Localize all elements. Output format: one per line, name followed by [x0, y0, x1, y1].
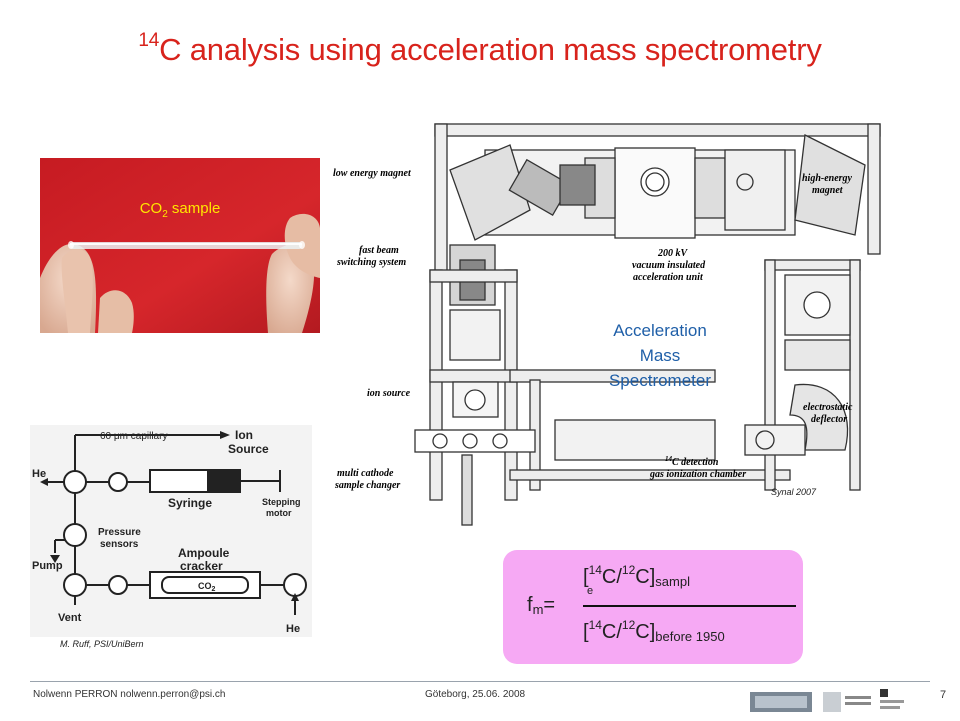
ams-label-line1: Acceleration: [613, 321, 707, 340]
co2-sample-label: CO2 sample: [139, 200, 221, 220]
page-number: 7: [940, 689, 947, 701]
ams-drawing: low energy magnet high-energy magnet fas…: [325, 110, 885, 535]
label-acc-unit-2: vacuum insulated: [632, 260, 706, 271]
schem-ion-source-2: Source: [228, 442, 269, 456]
label-low-energy-magnet: low energy magnet: [333, 168, 412, 179]
institution-logos: [745, 686, 925, 716]
logos-image: [750, 689, 904, 712]
schem-capillary: 60 μm capillary: [100, 431, 167, 442]
schem-pressure-2: sensors: [100, 539, 139, 550]
schem-he-left: He: [32, 468, 46, 480]
schem-ion-source-1: Ion: [235, 428, 253, 442]
label-ion-source: ion source: [367, 388, 411, 399]
label-fast-beam-1: fast beam: [359, 245, 399, 256]
slide-title: 14C analysis using acceleration mass spe…: [138, 30, 822, 67]
label-acc-unit-1: 200 kV: [657, 248, 689, 259]
formula-lhs: fm=: [527, 594, 556, 617]
schem-vent: Vent: [58, 612, 82, 624]
label-electrostatic-2: deflector: [811, 414, 847, 425]
footer-author: Nolwenn PERRON nolwenn.perron@psi.ch: [33, 689, 226, 700]
label-acc-unit-3: acceleration unit: [633, 272, 704, 283]
lab-logo-icon: [823, 692, 841, 712]
schematic-image: 60 μm capillary Ion Source He Syringe St…: [30, 425, 312, 637]
schem-stepping-2: motor: [266, 508, 292, 518]
label-fast-beam-2: switching system: [336, 257, 406, 268]
fraction-line: [583, 605, 796, 607]
label-detection-2: gas ionization chamber: [649, 469, 746, 480]
footer-event: Göteborg, 25.06. 2008: [425, 689, 526, 700]
ams-schematic-image: low energy magnet high-energy magnet fas…: [333, 123, 881, 526]
schem-stepping-1: Stepping: [262, 497, 301, 507]
schem-pump: Pump: [32, 560, 63, 572]
credit-ruff: M. Ruff, PSI/UniBern: [60, 639, 144, 649]
schem-syringe: Syringe: [168, 496, 212, 510]
formula-numerator-wrap: e: [587, 585, 594, 597]
formula-box: [503, 550, 803, 664]
label-high-energy-magnet-2: magnet: [812, 185, 844, 196]
gas-interface-schematic: 60 μm capillary Ion Source He Syringe St…: [30, 425, 312, 637]
label-multi-cathode-2: sample changer: [334, 480, 400, 491]
footer-divider: [30, 681, 930, 682]
ams-title-label: Acceleration Mass Spectrometer: [585, 318, 735, 393]
schem-ampoule-2: cracker: [180, 559, 223, 573]
label-detection-1: 14C detection: [665, 455, 719, 468]
schem-he-right: He: [286, 623, 300, 635]
co2-sample-photo: CO2 sample: [40, 158, 320, 333]
formula-denominator: [14C/12C]before 1950: [583, 618, 725, 644]
schem-co2: CO2: [198, 581, 216, 593]
credit-synal: Synal 2007: [771, 487, 817, 497]
schem-ampoule-1: Ampoule: [178, 546, 230, 560]
label-electrostatic-1: electrostatic: [803, 402, 853, 413]
ams-label-line3: Spectrometer: [608, 371, 712, 390]
label-multi-cathode-1: multi cathode: [337, 468, 394, 479]
ams-label-line2: Mass: [639, 346, 681, 365]
sample-photo-image: [40, 158, 320, 333]
label-high-energy-magnet-1: high-energy: [802, 173, 853, 184]
schem-pressure-1: Pressure: [98, 527, 141, 538]
